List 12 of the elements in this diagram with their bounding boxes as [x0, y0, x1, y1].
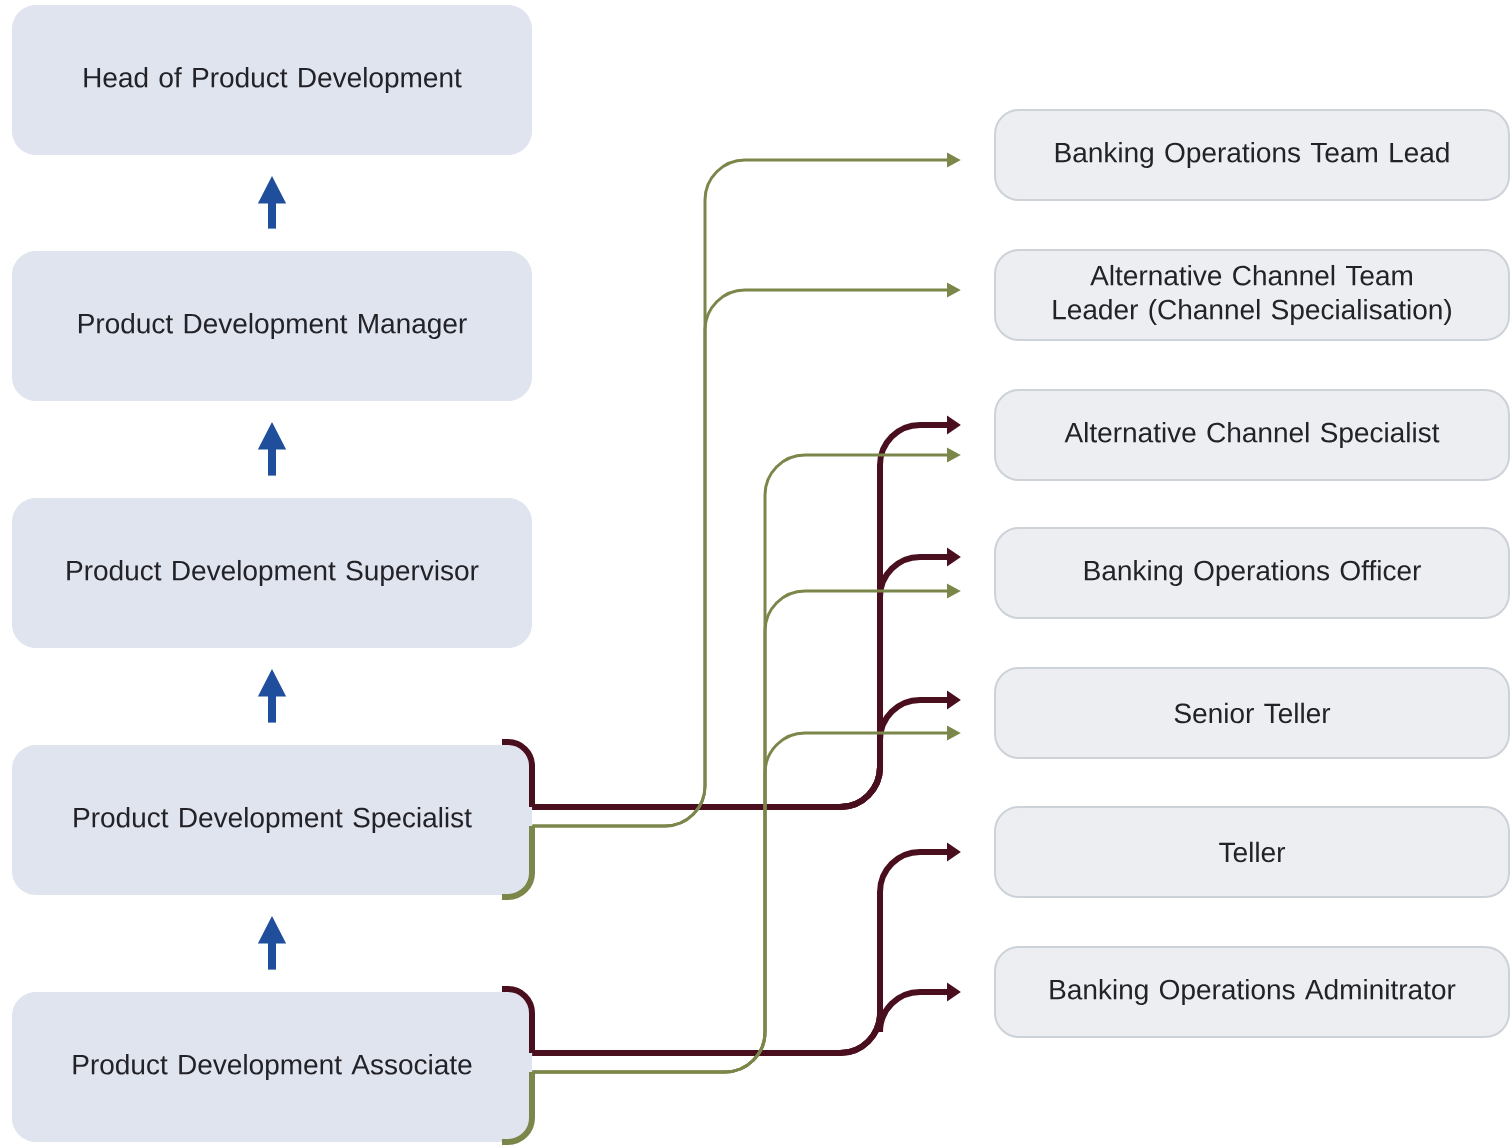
role-box: Alternative Channel Specialist — [994, 389, 1510, 481]
role-box: Product Development Manager — [12, 251, 532, 401]
role-box: Head of Product Development — [12, 5, 532, 155]
role-box: Banking Operations Officer — [994, 527, 1510, 619]
role-box: Banking Operations Team Lead — [994, 109, 1510, 201]
role-box: Product Development Supervisor — [12, 498, 532, 648]
role-box: Alternative Channel Team Leader (Channel Specialisation) — [994, 249, 1510, 341]
role-box: Product Development Specialist — [12, 745, 532, 895]
role-box: Teller — [994, 806, 1510, 898]
role-box: Banking Operations Adminitrator — [994, 946, 1510, 1038]
role-box: Product Development Associate — [12, 992, 532, 1142]
role-box: Senior Teller — [994, 667, 1510, 759]
